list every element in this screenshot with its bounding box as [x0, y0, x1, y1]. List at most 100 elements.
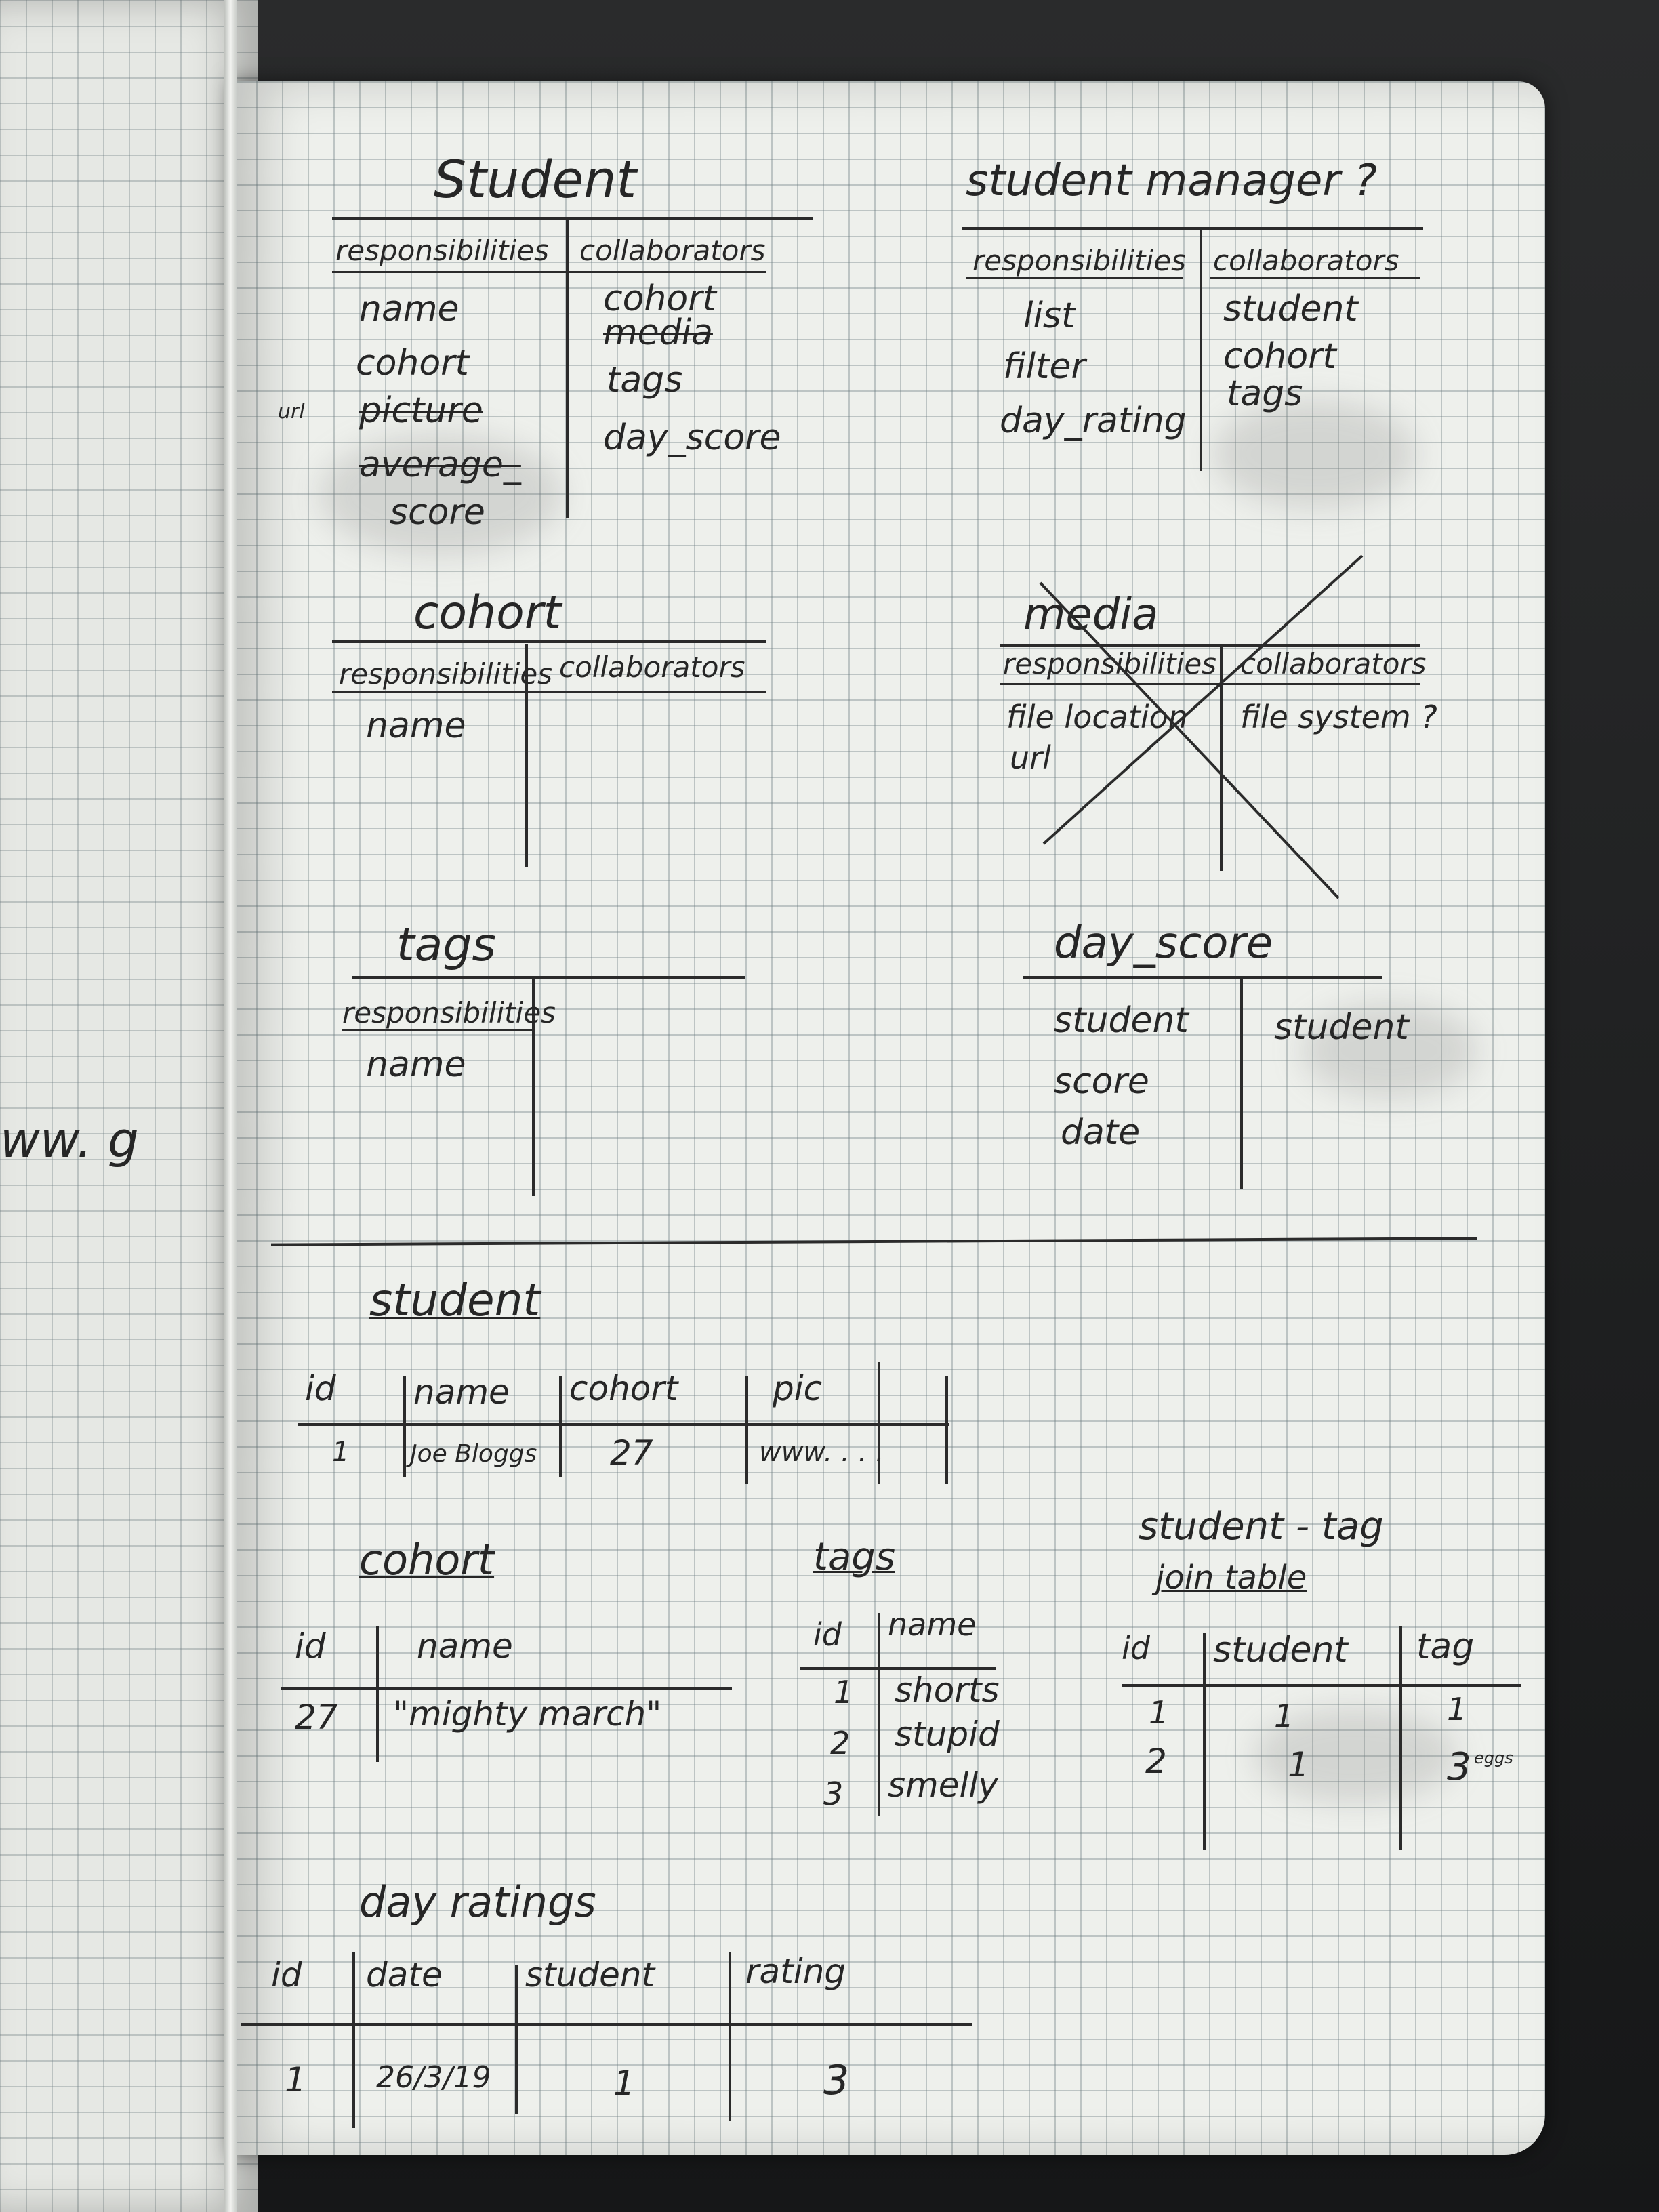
collaborators-header: collaborators: [1213, 244, 1399, 277]
table-cell: 1: [613, 2064, 635, 2103]
collaborator-item: cohort: [1223, 336, 1336, 377]
column-header: name: [417, 1626, 513, 1666]
responsibility-item: name: [359, 289, 459, 329]
column-header: name: [413, 1372, 510, 1412]
media-cross-stroke: [1042, 554, 1364, 845]
responsibility-item: picture: [359, 390, 483, 431]
column-header: date: [366, 1955, 443, 1994]
table-cell: 2: [1145, 1742, 1167, 1781]
table-cell: stupid: [895, 1715, 1000, 1754]
card-divider: [1220, 647, 1223, 871]
card-top-rule: [352, 976, 745, 979]
column-divider: [376, 1626, 379, 1762]
card-divider: [525, 644, 528, 867]
column-divider: [403, 1376, 406, 1477]
table-cell: 3: [823, 2057, 850, 2104]
card-title: student manager ?: [966, 156, 1377, 206]
responsibility-item: filter: [1003, 346, 1086, 387]
collaborators-header: collaborators: [579, 234, 766, 267]
column-divider: [945, 1376, 948, 1484]
table-cell: 1: [1288, 1745, 1309, 1784]
table-title: cohort: [359, 1535, 495, 1584]
column-divider: [352, 1952, 355, 2128]
table-cell: shorts: [895, 1671, 1000, 1710]
url-annotation: url: [278, 400, 305, 424]
table-title: student: [369, 1274, 541, 1326]
margin-scribble: ww. g: [0, 1111, 139, 1168]
table-subtitle: join table: [1155, 1559, 1307, 1597]
notebook-gutter: [224, 0, 237, 2212]
table-header-rule: [1122, 1684, 1521, 1687]
column-header: id: [1122, 1630, 1150, 1666]
table-cell: "mighty march": [393, 1694, 662, 1734]
card-top-rule: [1023, 976, 1382, 979]
responsibility-item: student: [1054, 1000, 1189, 1041]
header-rule: [966, 276, 1183, 279]
left-notebook-page: ww. g: [0, 0, 258, 2212]
column-header: rating: [745, 1952, 846, 1991]
table-title: tags: [813, 1535, 895, 1579]
table-cell: 27: [610, 1433, 653, 1473]
card-title: tags: [396, 918, 496, 972]
responsibility-item: url: [1010, 739, 1051, 776]
table-cell: 1: [1447, 1691, 1467, 1727]
column-divider: [515, 1965, 518, 2114]
card-top-rule: [962, 227, 1423, 230]
collaborator-item: tags: [1227, 373, 1303, 414]
media-cross-stroke: [1039, 581, 1340, 899]
table-title: student - tag: [1139, 1504, 1384, 1549]
card-divider: [1240, 979, 1243, 1189]
table-cell: 1: [332, 1437, 350, 1468]
collaborators-header: collaborators: [1240, 647, 1427, 680]
card-title: cohort: [413, 586, 562, 640]
column-divider: [1399, 1626, 1402, 1850]
column-header: id: [813, 1616, 842, 1653]
card-top-rule: [1000, 644, 1420, 647]
header-rule: [1210, 276, 1420, 279]
responsibilities-header: responsibilities: [335, 234, 550, 267]
right-notebook-page: [230, 81, 1545, 2155]
column-header: id: [295, 1626, 326, 1666]
card-divider: [1200, 230, 1202, 471]
column-header: pic: [773, 1369, 823, 1408]
table-cell: 3: [1447, 1745, 1471, 1789]
column-divider: [878, 1613, 880, 1816]
responsibilities-header: responsibilities: [972, 244, 1187, 277]
column-header: id: [271, 1955, 302, 1994]
column-divider: [878, 1362, 880, 1484]
header-rule: [332, 691, 766, 693]
table-title: day ratings: [359, 1877, 596, 1927]
column-divider: [1203, 1633, 1206, 1850]
responsibilities-header: responsibilities: [339, 657, 553, 691]
responsibilities-header: responsibilities: [342, 996, 556, 1029]
responsibility-item: name: [366, 1044, 466, 1085]
responsibility-item: list: [1023, 295, 1076, 336]
responsibility-item: score: [390, 492, 485, 533]
table-cell: 1: [285, 2060, 306, 2100]
responsibility-item: average_: [359, 445, 521, 485]
pencil-smudge: [1254, 1708, 1457, 1803]
column-divider: [729, 1952, 731, 2121]
pencil-smudge: [1213, 400, 1416, 508]
table-cell: 2: [830, 1725, 851, 1761]
collaborator-item: media: [603, 312, 713, 353]
responsibility-item: score: [1054, 1061, 1149, 1102]
card-divider: [566, 220, 569, 518]
table-cell: 27: [295, 1698, 338, 1737]
responsibility-item: cohort: [356, 343, 469, 384]
card-title: day_score: [1054, 918, 1273, 968]
column-header: student: [1213, 1630, 1348, 1671]
table-header-rule: [800, 1667, 996, 1670]
collaborators-header: collaborators: [559, 651, 745, 684]
card-top-rule: [332, 217, 813, 220]
table-cell: 1: [834, 1674, 854, 1711]
column-header: student: [525, 1955, 655, 1994]
column-divider: [745, 1376, 748, 1484]
responsibility-item: date: [1061, 1112, 1141, 1153]
header-rule: [342, 1029, 532, 1031]
table-header-rule: [241, 2023, 972, 2026]
header-rule: [1000, 683, 1420, 685]
table-cell: 3: [823, 1776, 844, 1812]
column-header: cohort: [569, 1369, 678, 1408]
